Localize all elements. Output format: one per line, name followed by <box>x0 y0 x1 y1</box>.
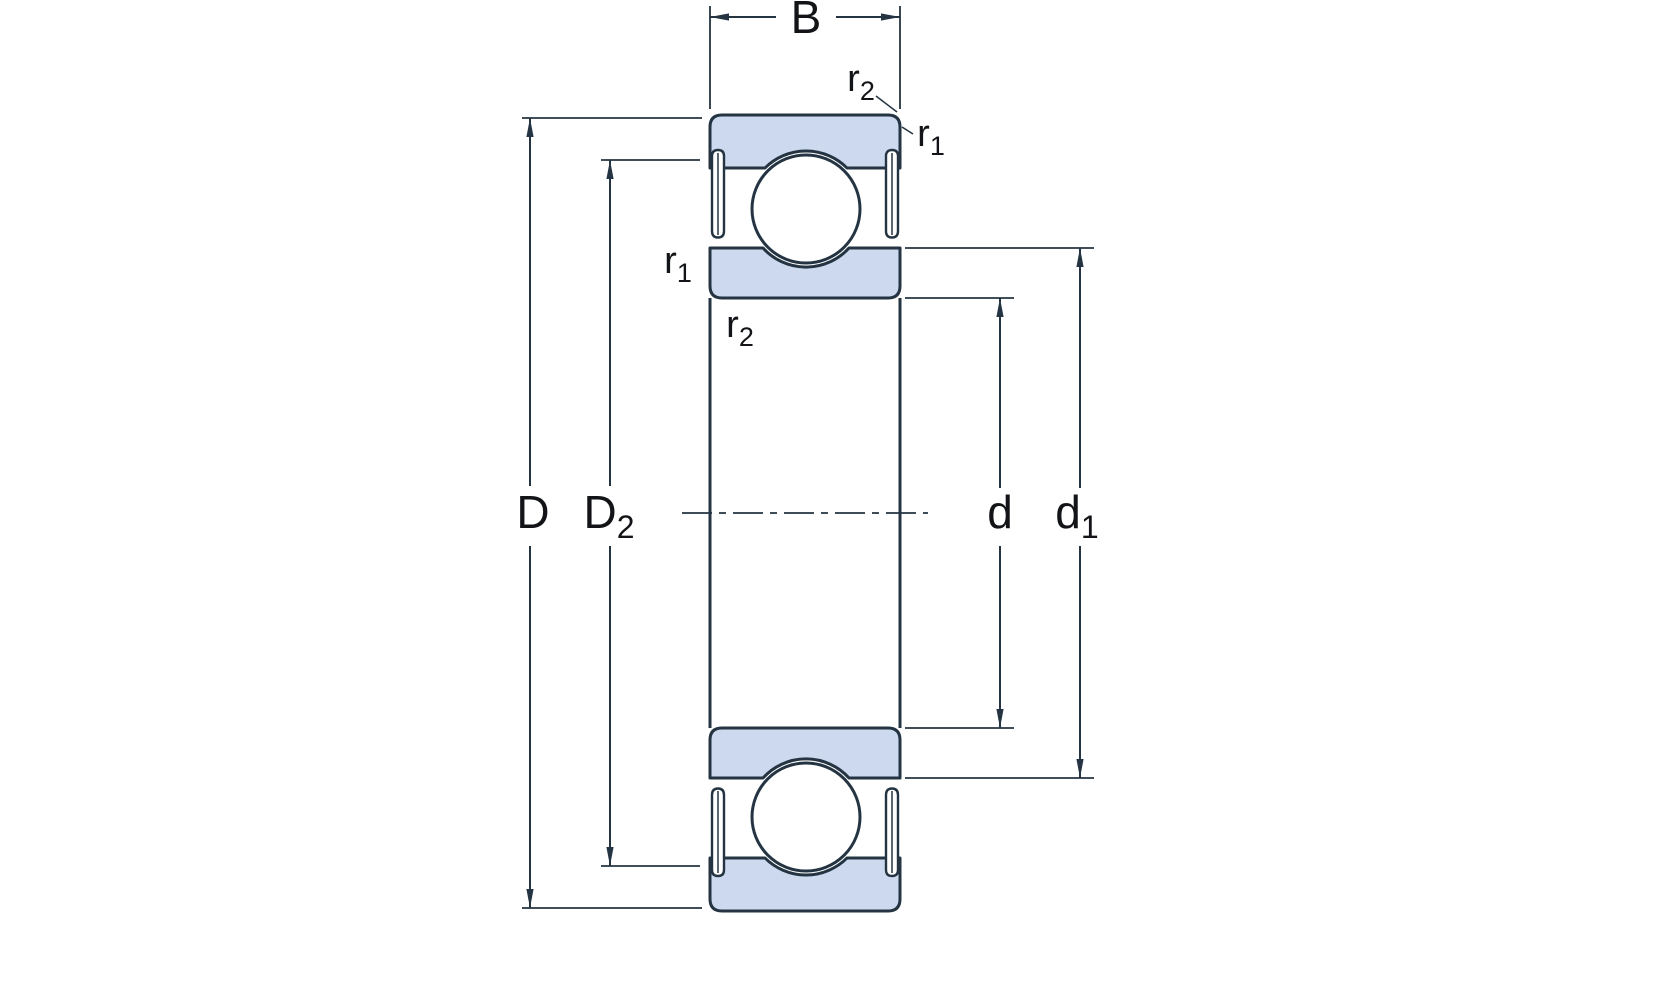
dimension-B: B <box>709 0 901 109</box>
label-shoulder-diameter: d1 <box>1055 486 1098 545</box>
dimension-d: d <box>905 297 1014 729</box>
bearing-cross-section <box>682 113 928 911</box>
inner-ring <box>708 246 902 300</box>
outer-ring <box>708 113 902 170</box>
dimension-D: D <box>516 117 702 909</box>
shield-mirrored <box>884 148 900 239</box>
label-r1-sub: 1 <box>677 258 692 288</box>
label-chamfer-r2-top: r2 <box>847 58 875 106</box>
radius-labels: r2 r1 r1 r2 <box>664 58 945 352</box>
label-recess-diameter-base: D <box>583 486 616 538</box>
label-shoulder-diameter-base: d <box>1055 486 1081 538</box>
label-r1-sub: 1 <box>930 131 945 161</box>
ball <box>750 153 862 265</box>
bearing-half-section-bottom <box>710 728 900 911</box>
label-r2-sub: 2 <box>739 322 754 352</box>
label-recess-diameter-sub: 2 <box>617 509 635 545</box>
label-outer-diameter: D <box>516 486 549 538</box>
label-shoulder-diameter-sub: 1 <box>1081 509 1099 545</box>
leader-line-r1-top <box>901 126 914 135</box>
label-width: B <box>791 0 822 43</box>
label-r1-base: r <box>664 240 677 282</box>
label-r2-sub: 2 <box>860 76 875 106</box>
label-r1-base: r <box>917 113 930 155</box>
shield <box>710 148 726 239</box>
leader-line-r2-top <box>875 95 898 113</box>
bearing-half-section-top <box>708 113 902 300</box>
label-bore-diameter: d <box>987 486 1013 538</box>
dimension-d1: d1 <box>905 247 1099 779</box>
label-chamfer-r2-inner: r2 <box>726 304 754 352</box>
label-chamfer-r1-top-right: r1 <box>917 113 945 161</box>
label-chamfer-r1-inner: r1 <box>664 240 692 288</box>
label-r2-base: r <box>726 304 739 346</box>
label-recess-diameter: D2 <box>583 486 634 545</box>
dimension-D2: D2 <box>583 159 700 867</box>
label-r2-base: r <box>847 58 860 100</box>
